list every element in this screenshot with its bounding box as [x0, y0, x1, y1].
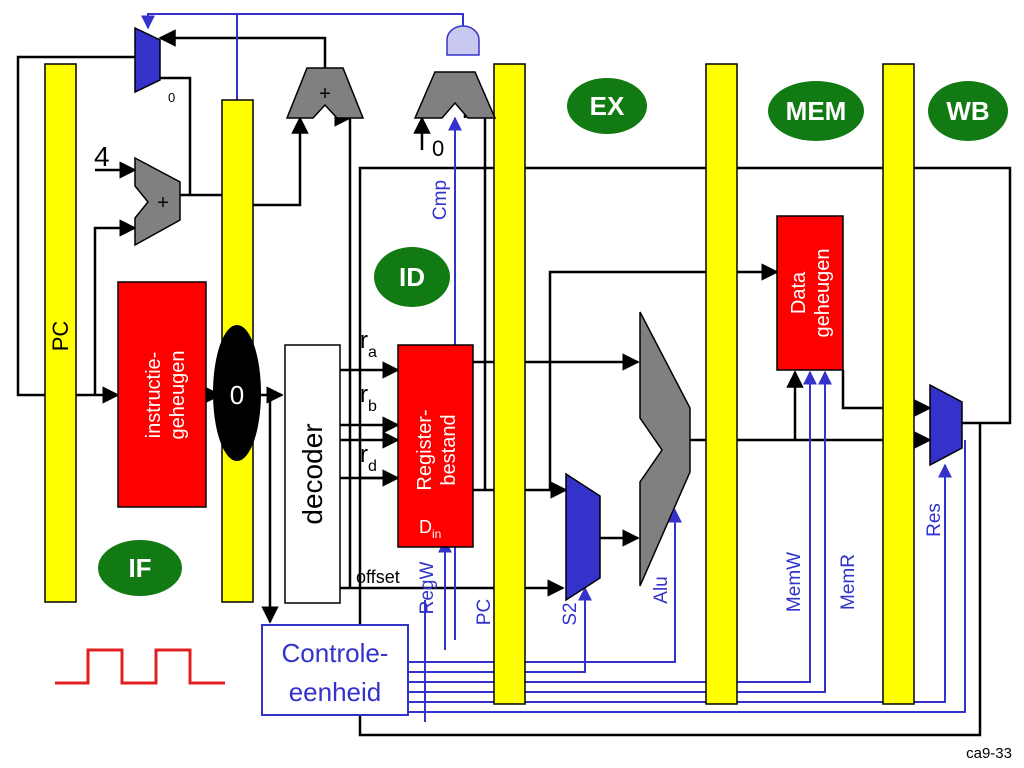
- regfile-din: Din: [419, 517, 441, 541]
- label-offset: offset: [356, 567, 400, 587]
- signal-pc: PC: [474, 599, 495, 625]
- zero-mux-label: 0: [230, 380, 244, 410]
- regfile-label-2: bestand: [438, 414, 460, 485]
- svg-text:ID: ID: [399, 262, 425, 292]
- decoder-label: decoder: [297, 423, 328, 524]
- pc-increment-adder: [134, 156, 181, 247]
- data-mem-label-2: geheugen: [812, 249, 834, 338]
- stage-mem: MEM: [768, 81, 864, 141]
- instr-mem-label-2: geheugen: [167, 351, 189, 440]
- stage-if: IF: [98, 540, 182, 596]
- signal-s2: S2: [560, 602, 581, 625]
- instruction-memory: [117, 281, 207, 508]
- s2-mux: [565, 472, 601, 602]
- mem-wb-register: [882, 63, 915, 705]
- pc-mux: [134, 26, 161, 94]
- signal-res: Res: [924, 503, 945, 537]
- control-label-1: Controle-: [282, 638, 389, 668]
- instr-mem-label-1: instructie-: [143, 352, 165, 439]
- id-ex-register: [493, 63, 526, 705]
- and-gate: [446, 25, 480, 56]
- svg-text:WB: WB: [946, 96, 989, 126]
- alu: [639, 311, 691, 587]
- stage-wb: WB: [928, 81, 1008, 141]
- signal-memr: MemR: [838, 554, 859, 610]
- label-rd: rd: [360, 441, 377, 475]
- pc-mux-zero: 0: [168, 90, 175, 105]
- res-mux: [929, 383, 963, 467]
- signal-memw: MemW: [784, 552, 805, 612]
- svg-text:MEM: MEM: [786, 96, 847, 126]
- decoder: [284, 344, 341, 604]
- svg-text:EX: EX: [590, 91, 625, 121]
- label-rb: rb: [360, 381, 377, 415]
- signal-cmp: Cmp: [430, 180, 451, 220]
- clock-waveform: [55, 648, 225, 685]
- pc-label: PC: [48, 321, 73, 352]
- signal-regw: RegW: [417, 562, 438, 615]
- const-zero: 0: [432, 136, 444, 161]
- data-memory: [776, 215, 844, 371]
- control-unit: [261, 624, 409, 716]
- ex-mem-register: [705, 63, 738, 705]
- slide-id: ca9-33: [966, 745, 1012, 762]
- adder-plus-2: +: [319, 83, 331, 105]
- pc-register: [44, 63, 77, 603]
- zero-mux: [213, 325, 261, 461]
- stage-ex: EX: [567, 78, 647, 134]
- const-four: 4: [94, 141, 110, 172]
- branch-adder: [285, 67, 365, 119]
- regfile-label-1: Register-: [414, 409, 436, 490]
- svg-text:IF: IF: [128, 553, 151, 583]
- data-wires: [16, 29, 1012, 737]
- label-ra: ra: [360, 327, 377, 361]
- compare-unit: [413, 71, 497, 119]
- register-file: [397, 344, 474, 548]
- signal-alu: Alu: [651, 576, 672, 603]
- adder-plus-1: +: [157, 192, 169, 214]
- control-label-2: eenheid: [289, 677, 382, 707]
- data-mem-label-1: Data: [788, 271, 810, 314]
- stage-id: ID: [374, 247, 450, 307]
